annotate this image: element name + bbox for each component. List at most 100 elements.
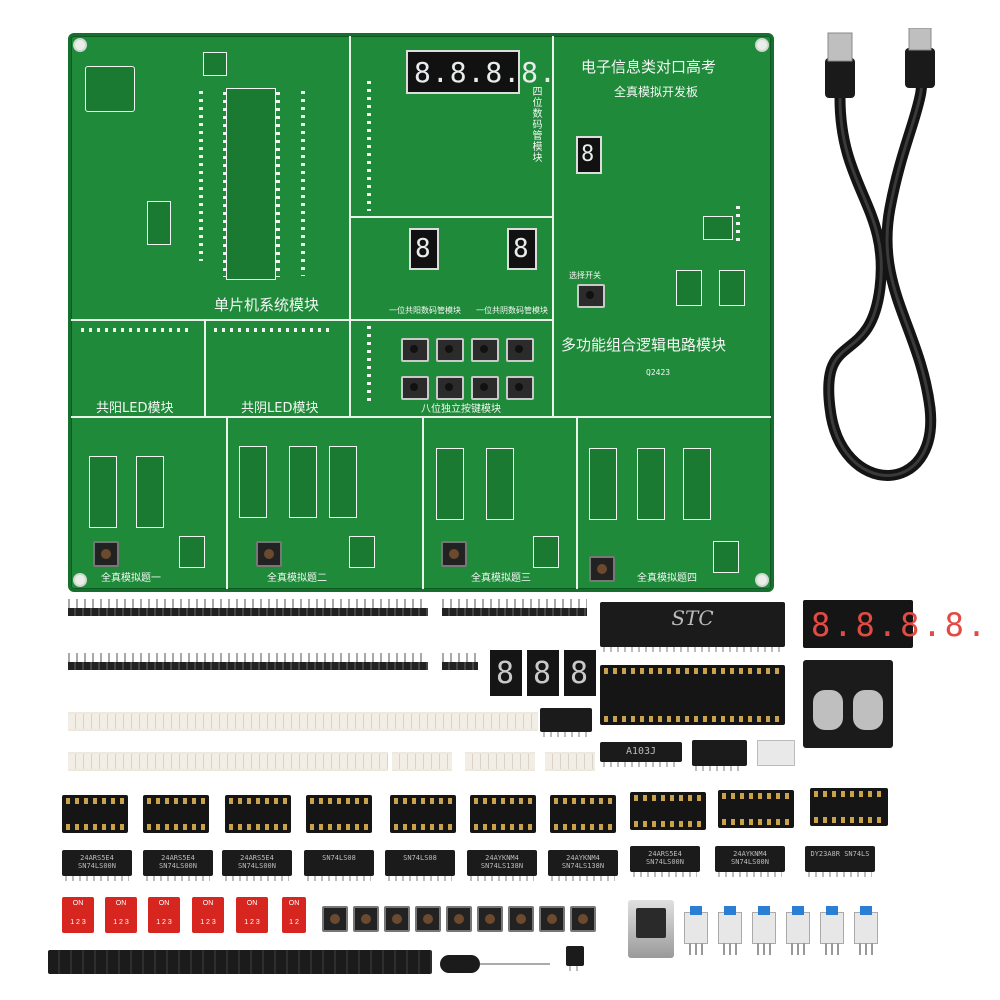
tactile-button[interactable] xyxy=(353,906,379,932)
four-digit-display-part: 8.8.8.8. xyxy=(803,600,986,648)
tactile-button[interactable] xyxy=(322,906,348,932)
dip-on-label: ON xyxy=(288,900,300,907)
dip-numbers: 1 2 3 xyxy=(156,919,172,926)
common-cathode-label: 一位共阴数码管模块 xyxy=(476,306,548,315)
sim2-key-button[interactable] xyxy=(256,541,282,567)
ic-outline xyxy=(147,201,171,245)
key-button-k6[interactable] xyxy=(436,376,464,400)
tactile-button[interactable] xyxy=(570,906,596,932)
tactile-button[interactable] xyxy=(384,906,410,932)
key-button-k1[interactable] xyxy=(401,338,429,362)
key-button-k8[interactable] xyxy=(506,376,534,400)
mcu-pins xyxy=(223,92,227,277)
dip-on-label: ON xyxy=(202,900,214,907)
usb-connector-part xyxy=(628,900,674,958)
led-cathode-module-label: 共阴LED模块 xyxy=(241,401,319,416)
smd-resistor-strip xyxy=(68,712,538,731)
module-divider xyxy=(351,216,552,218)
key-button-k7[interactable] xyxy=(471,376,499,400)
pin-header-strip xyxy=(68,599,428,616)
pin-header xyxy=(367,81,371,211)
usb-b-metal xyxy=(908,28,932,51)
slide-switch[interactable] xyxy=(718,906,742,955)
key-button-k4[interactable] xyxy=(506,338,534,362)
tactile-button[interactable] xyxy=(508,906,534,932)
electrolytic-capacitor xyxy=(440,955,480,973)
module-divider xyxy=(204,319,206,416)
module-divider xyxy=(576,418,578,589)
resistor-array: A103J xyxy=(600,742,682,767)
pin-header-strip xyxy=(68,653,428,670)
ic-outline xyxy=(486,448,514,520)
mounting-hole xyxy=(73,38,87,52)
pin-header xyxy=(199,91,203,261)
ic-socket-40pin xyxy=(600,665,785,725)
sim3-label: 全真模拟题三 xyxy=(471,573,531,584)
logic-ic: SN74LS08 xyxy=(385,850,455,881)
ic-outline xyxy=(589,448,617,520)
sim4-label: 全真模拟题四 xyxy=(637,573,697,584)
sim3-key-button[interactable] xyxy=(441,541,467,567)
ic-socket xyxy=(550,795,616,833)
digit-display-part: 8 xyxy=(527,650,559,696)
ic-outline xyxy=(239,446,267,518)
dip-switch-outline xyxy=(349,536,375,568)
single-digit-display: 8 xyxy=(507,228,537,270)
pin-header-strip xyxy=(442,653,478,670)
dip-switch-outline xyxy=(179,536,205,568)
slide-switch[interactable] xyxy=(820,906,844,955)
smd-part xyxy=(757,740,795,766)
dip-switch-outline xyxy=(676,270,702,306)
sim1-key-button[interactable] xyxy=(93,541,119,567)
sim2-label: 全真模拟题二 xyxy=(267,573,327,584)
key-button-k3[interactable] xyxy=(471,338,499,362)
smd-resistor-strip xyxy=(392,752,452,771)
dip-numbers: 1 2 3 xyxy=(70,919,86,926)
module-divider xyxy=(349,36,351,319)
development-board: 单片机系统模块 8.8.8.8. 四位数码管模块 8 8 一位共阳数码管模块 一… xyxy=(68,33,774,592)
pin-header xyxy=(81,328,191,332)
smd-resistor-strip xyxy=(545,752,595,771)
ic-socket xyxy=(470,795,536,833)
module-divider xyxy=(71,319,552,321)
dip-switch-outline xyxy=(713,541,739,573)
dip-numbers: 1 2 3 xyxy=(113,919,129,926)
slide-switch[interactable] xyxy=(786,906,810,955)
mcu-brand: STC xyxy=(671,606,714,630)
ic-socket xyxy=(390,795,456,833)
ic-outline xyxy=(703,216,733,240)
logic-ic: SN74LS08 xyxy=(304,850,374,881)
usb-port-outline xyxy=(85,66,135,112)
mcu-pins xyxy=(276,92,280,277)
pin-header xyxy=(367,326,371,406)
dip-numbers: 1 2 xyxy=(289,919,299,926)
slide-switch[interactable] xyxy=(684,906,708,955)
tactile-button[interactable] xyxy=(415,906,441,932)
ic-socket xyxy=(306,795,372,833)
key-button-k5[interactable] xyxy=(401,376,429,400)
tactile-button[interactable] xyxy=(477,906,503,932)
small-socket xyxy=(540,708,592,737)
capacitor-lead xyxy=(480,963,550,965)
board-subtitle: 全真模拟开发板 xyxy=(614,85,699,99)
slide-switch[interactable] xyxy=(854,906,878,955)
slide-switch[interactable] xyxy=(752,906,776,955)
dip-switch-2[interactable]: ON 1 2 xyxy=(282,897,306,933)
dip-switch-outline xyxy=(719,270,745,306)
ic-socket xyxy=(62,795,128,833)
sim1-label: 全真模拟题一 xyxy=(101,573,161,584)
logic-ic: 24AYKNM4 SN74LS138N xyxy=(548,850,618,881)
sim4-key-button[interactable] xyxy=(589,556,615,582)
tactile-button[interactable] xyxy=(539,906,565,932)
tactile-button[interactable] xyxy=(446,906,472,932)
select-switch-button[interactable] xyxy=(577,284,605,308)
single-digit-display: 8 xyxy=(409,228,439,270)
key-button-k2[interactable] xyxy=(436,338,464,362)
module-divider xyxy=(71,416,771,418)
module-divider xyxy=(422,418,424,589)
